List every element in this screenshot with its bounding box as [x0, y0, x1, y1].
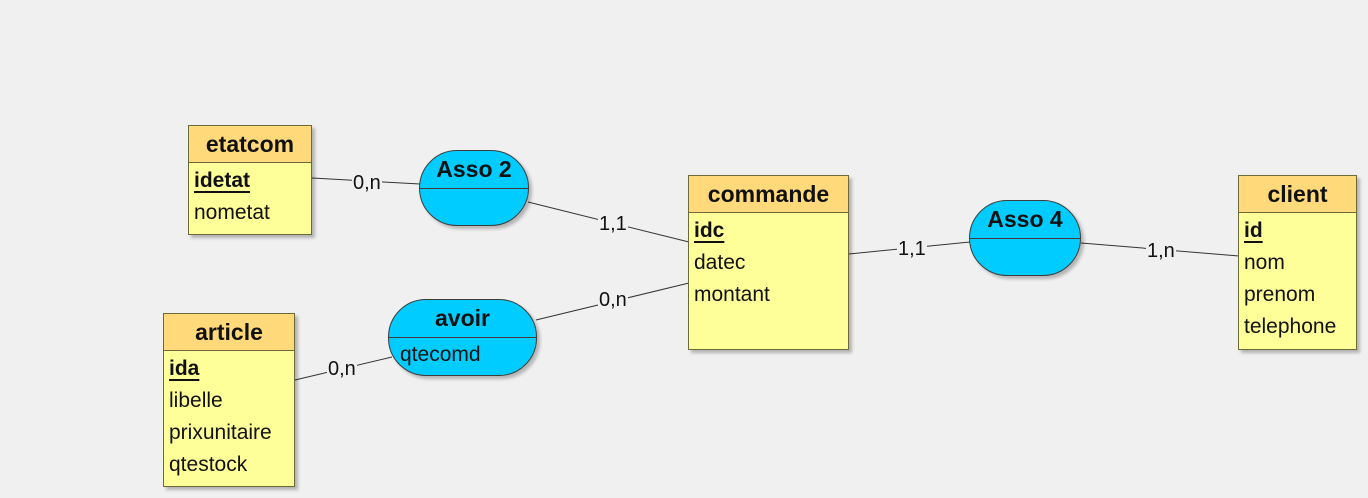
association-title: Asso 4 — [970, 201, 1080, 239]
attribute: qtestock — [169, 453, 248, 476]
primary-key-attribute: id — [1244, 219, 1263, 242]
primary-key-attribute: idc — [694, 219, 725, 242]
entity-client[interactable]: client id nom prenom telephone — [1238, 175, 1357, 350]
association-asso2[interactable]: Asso 2 — [419, 150, 529, 226]
association-title: avoir — [389, 300, 536, 338]
attribute: datec — [694, 251, 746, 274]
attribute: libelle — [169, 389, 223, 412]
cardinality-asso4-client: 1,n — [1146, 240, 1176, 262]
attribute: montant — [694, 283, 770, 306]
cardinality-commande-asso4: 1,1 — [897, 238, 927, 260]
cardinality-avoir-commande: 0,n — [598, 289, 628, 311]
association-title: Asso 2 — [420, 151, 528, 189]
association-avoir[interactable]: avoir qtecomd — [388, 299, 537, 376]
association-asso4[interactable]: Asso 4 — [969, 200, 1081, 276]
entity-title: client — [1239, 176, 1356, 213]
entity-commande[interactable]: commande idc datec montant — [688, 175, 849, 350]
entity-article[interactable]: article ida libelle prixunitaire qtestoc… — [163, 313, 295, 487]
attribute: telephone — [1244, 315, 1337, 338]
cardinality-etatcom-asso2: 0,n — [352, 172, 382, 194]
primary-key-attribute: idetat — [194, 169, 251, 192]
cardinality-article-avoir: 0,n — [327, 358, 357, 380]
attribute: prenom — [1244, 283, 1316, 306]
attribute: prixunitaire — [169, 421, 272, 444]
association-attribute: qtecomd — [400, 343, 481, 366]
entity-title: article — [164, 314, 294, 351]
entity-title: etatcom — [189, 126, 311, 163]
attribute: nometat — [194, 201, 270, 224]
entity-title: commande — [689, 176, 848, 213]
entity-etatcom[interactable]: etatcom idetat nometat — [188, 125, 312, 235]
cardinality-asso2-commande: 1,1 — [598, 213, 628, 235]
primary-key-attribute: ida — [169, 357, 200, 380]
attribute: nom — [1244, 251, 1285, 274]
